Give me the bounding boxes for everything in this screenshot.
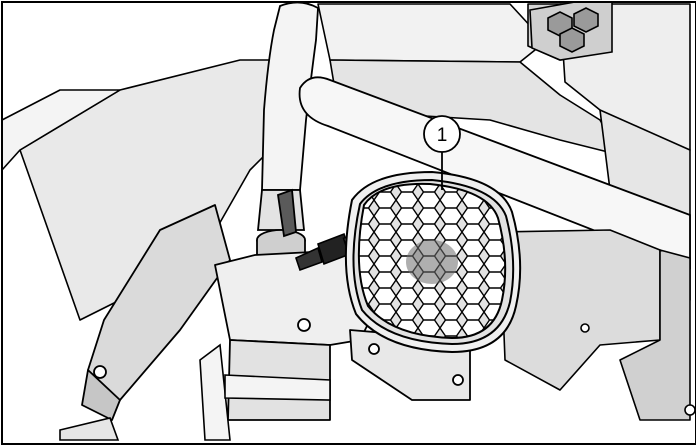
speaker-grille <box>357 182 507 340</box>
callout-circle <box>423 115 461 153</box>
vertical-pipe <box>256 1 319 279</box>
lower-tube-frame <box>59 343 696 441</box>
right-side-panel <box>499 229 691 421</box>
left-fender-panel <box>81 204 231 421</box>
callout-1: 1 <box>423 115 461 190</box>
grab-bar <box>298 76 691 270</box>
foot-pedal-pad <box>529 1 613 61</box>
callout-label: 1 <box>437 125 448 146</box>
